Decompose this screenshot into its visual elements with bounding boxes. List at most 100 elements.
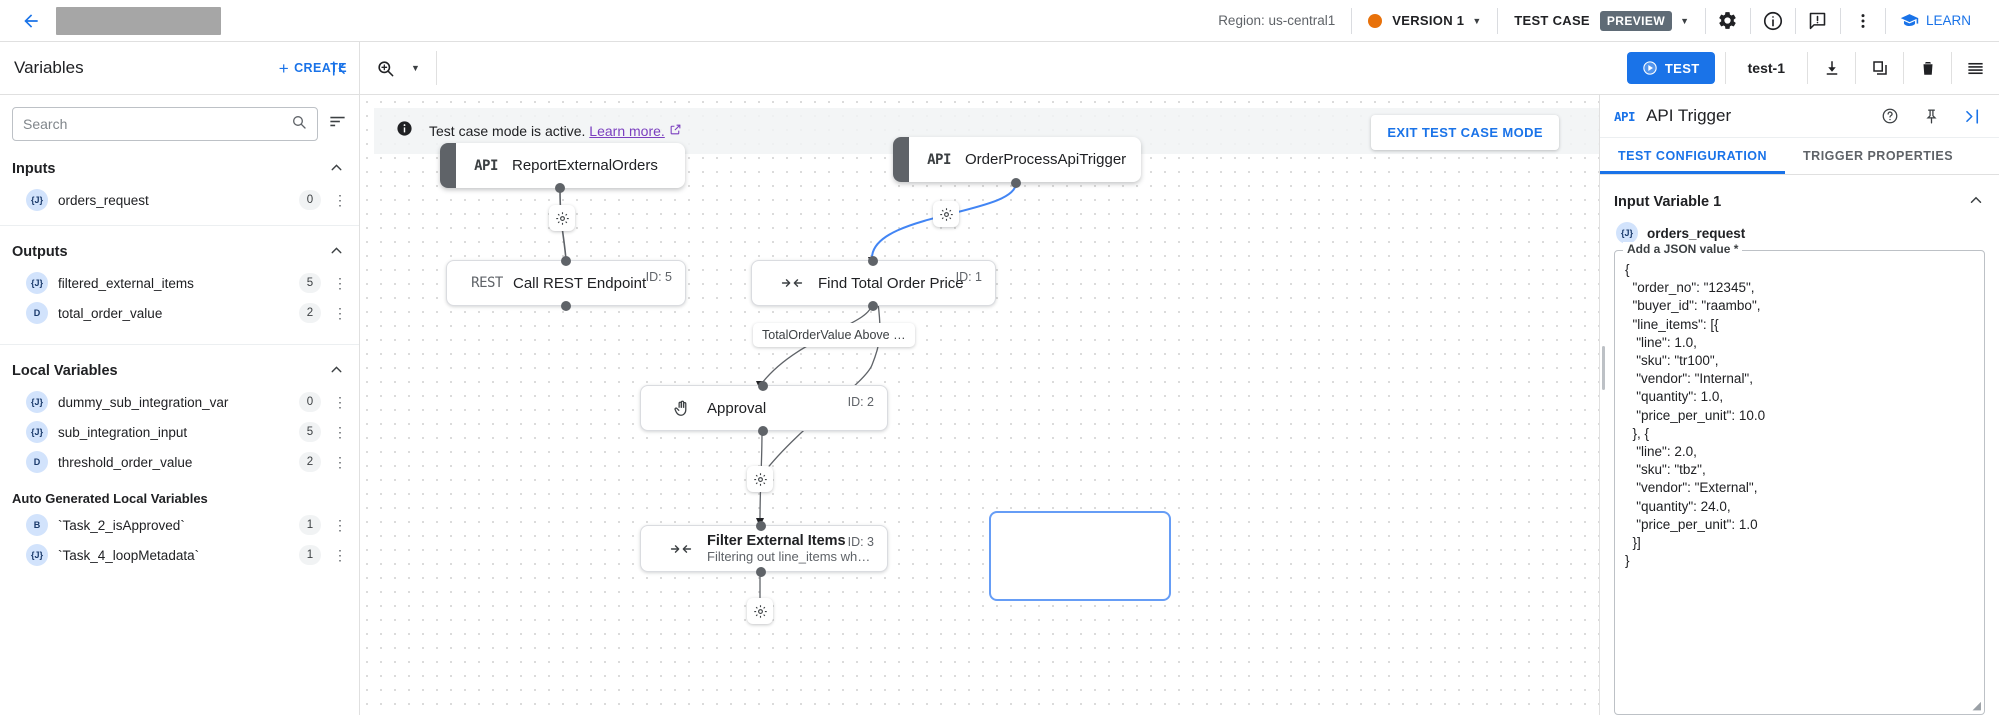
node-output-port[interactable] — [555, 183, 565, 193]
input-variable-row: {J} orders_request — [1600, 218, 1999, 250]
json-value-field[interactable]: { "order_no": "12345", "buyer_id": "raam… — [1614, 250, 1985, 715]
list-item[interactable]: {J} `Task_4_loopMetadata` 1 ⋮ — [0, 540, 359, 570]
learn-button[interactable]: LEARN — [1886, 11, 1985, 30]
list-item[interactable]: D total_order_value 2 ⋮ — [0, 298, 359, 328]
node-output-port[interactable] — [756, 567, 766, 577]
double-type-badge: D — [26, 451, 48, 473]
node-output-port[interactable] — [868, 301, 878, 311]
panel-tabs: TEST CONFIGURATION TRIGGER PROPERTIES — [1600, 138, 1999, 175]
node-input-port[interactable] — [561, 256, 571, 266]
test-label: TEST — [1664, 60, 1700, 76]
variables-sidebar: Inputs {J} orders_request 0 ⋮ Outputs — [0, 95, 360, 715]
variable-name: sub_integration_input — [58, 424, 188, 440]
edge-config-gear-icon[interactable] — [549, 205, 575, 231]
node-find-total-order-price[interactable]: Find Total Order Price ID: 1 — [751, 260, 996, 306]
workflow-canvas[interactable]: Test case mode is active. Learn more. EX… — [360, 95, 1599, 715]
node-subtitle: Filtering out line_items whi… — [707, 549, 873, 564]
node-input-port[interactable] — [868, 256, 878, 266]
back-arrow-icon[interactable] — [14, 11, 48, 31]
more-vert-icon[interactable]: ⋮ — [333, 424, 347, 440]
selected-node-placeholder[interactable] — [989, 511, 1171, 601]
section-header-outputs[interactable]: Outputs — [0, 226, 359, 268]
list-item[interactable]: {J} sub_integration_input 5 ⋮ — [0, 417, 359, 447]
search-input[interactable] — [23, 116, 285, 132]
auto-generated-subheading: Auto Generated Local Variables — [12, 491, 208, 506]
collapse-left-icon[interactable] — [316, 42, 360, 94]
node-id-label: ID: 2 — [847, 395, 874, 409]
node-output-port[interactable] — [758, 426, 768, 436]
edge-config-gear-icon[interactable] — [747, 598, 773, 624]
node-output-port[interactable] — [561, 301, 571, 311]
more-vert-icon[interactable]: ⋮ — [333, 454, 347, 470]
version-selector[interactable]: VERSION 1 ▼ — [1352, 0, 1497, 42]
list-item[interactable]: {J} filtered_external_items 5 ⋮ — [0, 268, 359, 298]
test-button[interactable]: TEST — [1626, 52, 1715, 84]
double-type-badge: D — [26, 302, 48, 324]
exit-test-case-mode-button[interactable]: EXIT TEST CASE MODE — [1371, 115, 1559, 150]
search-row — [0, 95, 359, 151]
list-item[interactable]: {J} orders_request 0 ⋮ — [0, 185, 359, 215]
node-call-rest-endpoint[interactable]: REST Call REST Endpoint ID: 5 — [446, 260, 686, 306]
node-filter-external-items[interactable]: Filter External Items Filtering out line… — [640, 525, 888, 572]
delete-icon[interactable] — [1903, 52, 1951, 84]
banner-message: Test case mode is active. — [429, 123, 586, 139]
panel-scrollbar[interactable] — [1602, 346, 1605, 390]
more-vert-icon[interactable]: ⋮ — [333, 517, 347, 533]
list-item[interactable]: B `Task_2_isApproved` 1 ⋮ — [0, 510, 359, 540]
node-input-port[interactable] — [756, 521, 766, 531]
usage-count: 1 — [299, 515, 321, 535]
panel-header: API API Trigger — [1600, 95, 1999, 138]
canvas-toolbar: ▼ TEST test-1 — [360, 42, 1999, 94]
resize-handle-icon[interactable]: ◢ — [1972, 700, 1981, 712]
more-vert-icon[interactable]: ⋮ — [333, 275, 347, 291]
more-vert-icon[interactable]: ⋮ — [333, 547, 347, 563]
boolean-type-badge: B — [26, 514, 48, 536]
more-vert-icon[interactable]: ⋮ — [333, 394, 347, 410]
list-item[interactable]: D threshold_order_value 2 ⋮ — [0, 447, 359, 477]
chevron-down-icon: ▼ — [1472, 15, 1482, 26]
chevron-up-icon[interactable] — [328, 242, 345, 262]
feedback-icon[interactable] — [1796, 0, 1840, 42]
chevron-up-icon[interactable] — [328, 361, 345, 381]
node-output-port[interactable] — [1011, 178, 1021, 188]
list-icon[interactable] — [1951, 52, 1999, 84]
chevron-up-icon[interactable] — [1967, 191, 1985, 212]
search-input-wrapper[interactable] — [12, 107, 318, 141]
chevron-down-icon: ▼ — [411, 63, 420, 73]
help-icon[interactable] — [1875, 107, 1905, 125]
node-report-external-orders[interactable]: API ReportExternalOrders — [440, 143, 685, 188]
chevron-up-icon[interactable] — [328, 159, 345, 179]
section-title: Outputs — [12, 244, 68, 260]
gear-icon[interactable] — [1706, 0, 1750, 42]
list-item[interactable]: {J} dummy_sub_integration_var 0 ⋮ — [0, 387, 359, 417]
test-case-name[interactable]: test-1 — [1724, 52, 1807, 84]
variable-name: orders_request — [1647, 225, 1746, 241]
learn-more-link[interactable]: Learn more. — [589, 123, 665, 139]
section-header-inputs[interactable]: Inputs — [0, 151, 359, 185]
edge-config-gear-icon[interactable] — [933, 201, 959, 227]
info-icon[interactable] — [1751, 0, 1795, 42]
section-header-local-variables[interactable]: Local Variables — [0, 345, 359, 387]
collapse-right-icon[interactable] — [1957, 107, 1987, 126]
test-case-selector[interactable]: TEST CASE PREVIEW ▼ — [1498, 0, 1705, 42]
more-vert-icon[interactable]: ⋮ — [333, 305, 347, 321]
node-approval[interactable]: Approval ID: 2 — [640, 385, 888, 431]
download-icon[interactable] — [1807, 52, 1855, 84]
variable-name: orders_request — [58, 192, 149, 208]
usage-count: 1 — [299, 545, 321, 565]
tab-trigger-properties[interactable]: TRIGGER PROPERTIES — [1803, 149, 1954, 163]
input-variable-section-header[interactable]: Input Variable 1 — [1600, 175, 1999, 218]
plus-icon: + — [278, 58, 290, 78]
more-vert-icon[interactable]: ⋮ — [333, 192, 347, 208]
zoom-control[interactable]: ▼ — [376, 51, 437, 85]
sort-icon[interactable] — [328, 112, 347, 136]
edge-config-gear-icon[interactable] — [747, 466, 773, 492]
tab-test-configuration[interactable]: TEST CONFIGURATION — [1600, 138, 1785, 174]
node-order-process-api-trigger[interactable]: API OrderProcessApiTrigger — [893, 137, 1141, 182]
edge-condition-label[interactable]: TotalOrderValue Above … — [753, 323, 915, 347]
duplicate-icon[interactable] — [1855, 52, 1903, 84]
pin-icon[interactable] — [1916, 108, 1946, 125]
node-input-port[interactable] — [758, 381, 768, 391]
json-type-badge: {J} — [26, 272, 48, 294]
more-vert-icon[interactable] — [1841, 0, 1885, 42]
